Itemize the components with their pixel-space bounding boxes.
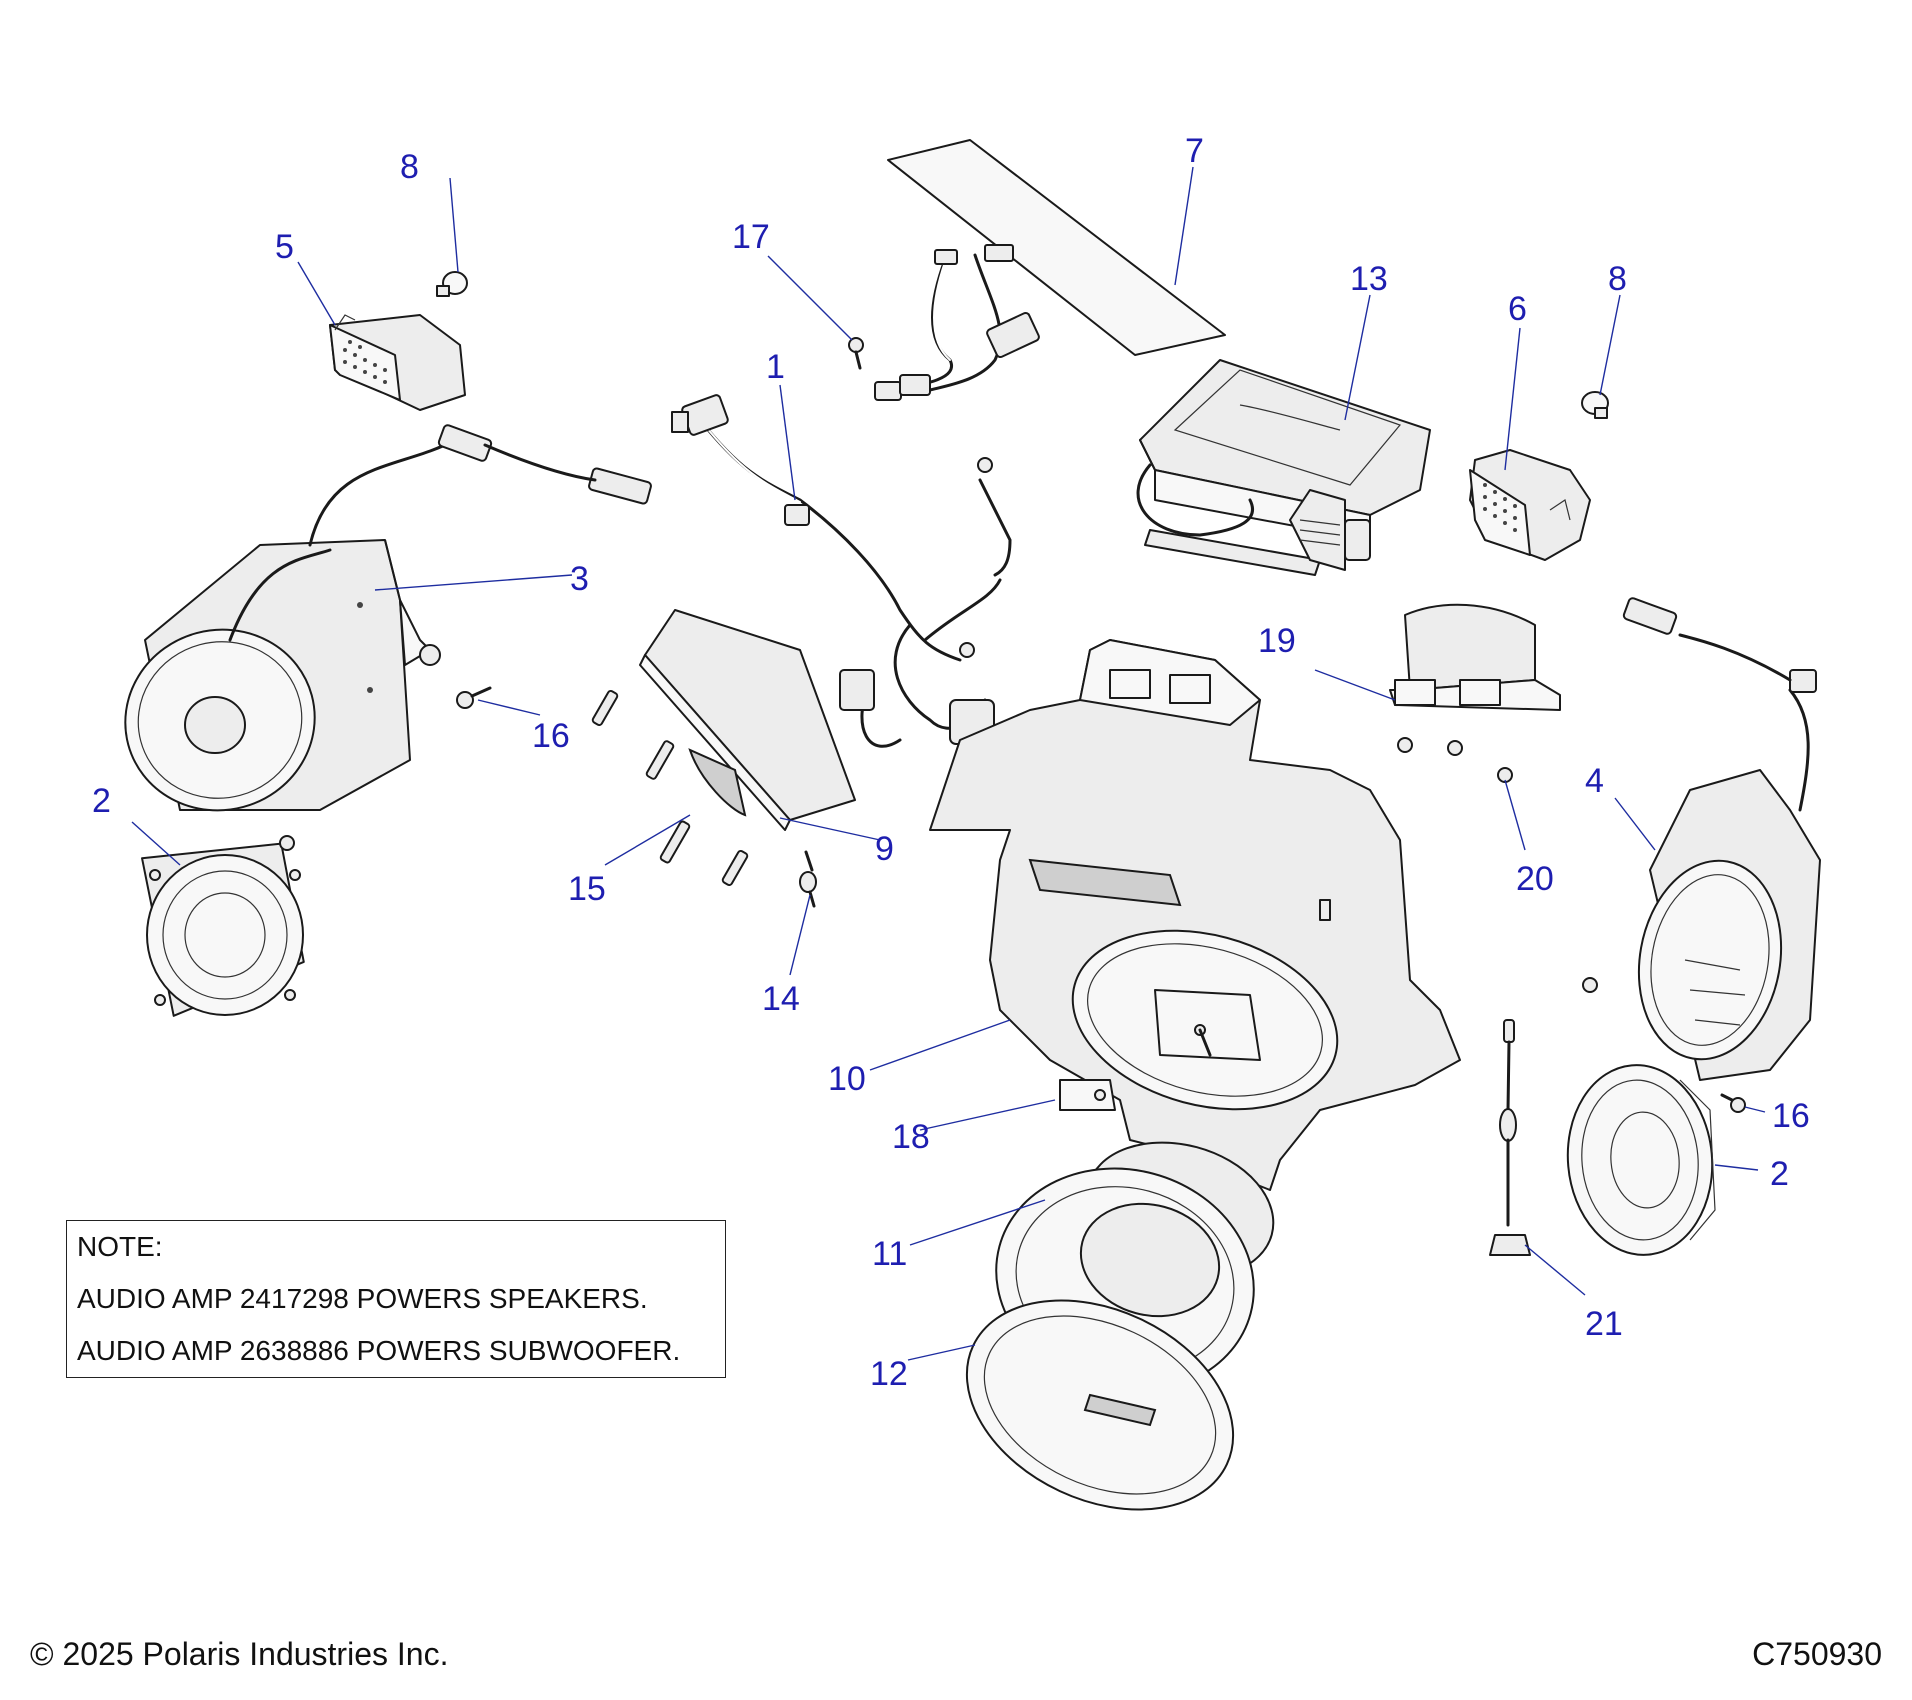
callout-11: 11 xyxy=(872,1235,907,1273)
part-2-speaker-right xyxy=(1566,1064,1716,1256)
callout-21: 21 xyxy=(1585,1305,1623,1343)
part-5-speaker-grille-left xyxy=(329,314,466,411)
part-16-screw-left xyxy=(456,686,492,709)
callout-17: 17 xyxy=(732,218,770,256)
callout-4: 4 xyxy=(1585,762,1604,800)
part-19-bracket xyxy=(1389,603,1561,711)
part-15-pins xyxy=(591,690,749,886)
part-1-wiring-harness xyxy=(671,394,1012,748)
callout-2-left: 2 xyxy=(92,782,111,820)
part-4-speaker-pod-right xyxy=(1582,597,1821,1081)
note-line-2: AUDIO AMP 2638886 POWERS SUBWOOFER. xyxy=(77,1335,681,1366)
part-12-subwoofer-grille xyxy=(965,1299,1235,1511)
part-14-fitting xyxy=(799,850,817,908)
callout-15: 15 xyxy=(568,870,606,908)
note-heading: NOTE: xyxy=(77,1231,163,1262)
part-6-speaker-grille-right xyxy=(1469,449,1591,561)
leader-lines xyxy=(131,166,1766,1361)
callout-10: 10 xyxy=(828,1060,866,1098)
callout-16-left: 16 xyxy=(532,717,570,755)
part-17-harness-connector xyxy=(848,244,1040,401)
callout-19: 19 xyxy=(1258,622,1296,660)
callout-2-right: 2 xyxy=(1770,1155,1789,1193)
callout-8-right: 8 xyxy=(1608,260,1627,298)
part-18-bracket xyxy=(1059,1079,1116,1111)
callout-20: 20 xyxy=(1516,860,1554,898)
drawing-id: C750930 xyxy=(1752,1636,1882,1672)
callout-1: 1 xyxy=(766,348,785,386)
callout-12: 12 xyxy=(870,1355,908,1393)
part-8-clip-left xyxy=(436,271,468,297)
copyright-text: © 2025 Polaris Industries Inc. xyxy=(30,1636,449,1672)
part-9-subwoofer-amp xyxy=(639,609,856,831)
callout-13: 13 xyxy=(1350,260,1388,298)
note-line-1: AUDIO AMP 2417298 POWERS SPEAKERS. xyxy=(77,1283,648,1314)
callout-14: 14 xyxy=(762,980,800,1018)
callout-7: 7 xyxy=(1185,132,1204,170)
part-13-audio-amp xyxy=(1136,359,1431,576)
part-21-antenna xyxy=(1489,1019,1531,1256)
callout-16-right: 16 xyxy=(1772,1097,1810,1135)
callout-3: 3 xyxy=(570,560,589,598)
part-8-clip-right xyxy=(1581,391,1609,419)
note-box: NOTE: AUDIO AMP 2417298 POWERS SPEAKERS.… xyxy=(66,1220,726,1378)
part-16-screw-right xyxy=(1720,1093,1746,1113)
callout-numbers: 8 5 7 17 1 13 6 8 3 16 2 15 9 14 19 20 4… xyxy=(92,132,1810,1393)
callout-18: 18 xyxy=(892,1118,930,1156)
part-2-speaker-left xyxy=(141,835,305,1017)
callout-5: 5 xyxy=(275,228,294,266)
part-10-subwoofer-enclosure xyxy=(929,639,1461,1191)
part-7-pad xyxy=(887,139,1226,356)
part-20-screws xyxy=(1397,737,1513,783)
callout-8-left: 8 xyxy=(400,148,419,186)
callout-6: 6 xyxy=(1508,290,1527,328)
callout-9: 9 xyxy=(875,830,894,868)
part-3-speaker-pod-left xyxy=(124,424,652,812)
